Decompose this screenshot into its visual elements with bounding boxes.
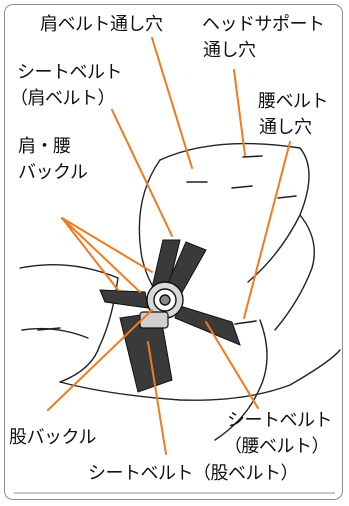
label-seatbelt-shoulder-line1: シートベルト: [17, 62, 123, 83]
seat-right-lower: [214, 319, 268, 441]
leader-crotch-buckle: [47, 309, 153, 411]
headrest-slot-1: [242, 155, 263, 158]
label-crotch-buckle: 股バックル: [9, 427, 96, 448]
seat-base-outline: [19, 263, 119, 383]
leader-shoulder-slot: [151, 37, 193, 169]
label-headrest-slot-line1: ヘッドサポート: [202, 14, 325, 35]
leader-buckle-3: [61, 217, 119, 291]
seat-right-side: [274, 214, 315, 331]
leader-headrest-slot: [233, 69, 246, 156]
footer-divider: [14, 492, 335, 494]
seat-base-front: [59, 349, 341, 401]
label-waist-slot-line1: 腰ベルト: [258, 91, 329, 112]
label-shoulder-waist-buckle-line1: 肩・腰: [18, 136, 71, 157]
leader-buckle-2: [61, 217, 153, 273]
label-shoulder-belt-slot: 肩ベルト通し穴: [40, 14, 163, 35]
leader-seatbelt-waist: [205, 321, 259, 409]
shoulder-belt-slot-3: [277, 195, 297, 199]
label-seatbelt-shoulder-line2: （肩ベルト）: [10, 88, 116, 109]
shoulder-belt-slot-2: [231, 185, 253, 189]
label-seatbelt-crotch: シートベルト（股ベルト）: [88, 463, 299, 484]
leader-seatbelt-shoulder: [111, 109, 173, 237]
leader-buckle-1: [61, 217, 141, 293]
waist-slot-1: [234, 320, 257, 325]
central-buckle: [146, 281, 184, 319]
label-shoulder-waist-buckle-line2: バックル: [18, 162, 88, 183]
label-headrest-slot-line2: 通し穴: [203, 40, 256, 61]
label-seatbelt-waist-line2: （腰ベルト）: [224, 436, 330, 457]
seat-slot-left: [37, 327, 61, 331]
seat-left-lower: [21, 327, 89, 339]
leader-waist-slot: [243, 141, 291, 319]
label-waist-slot-line2: 通し穴: [259, 117, 312, 138]
crotch-buckle-part: [139, 311, 169, 329]
leader-seatbelt-crotch: [147, 341, 167, 455]
label-seatbelt-waist-line1: シートベルト: [227, 410, 333, 431]
seat-back-outline: [159, 142, 310, 283]
waist-belt-left: [99, 289, 149, 309]
